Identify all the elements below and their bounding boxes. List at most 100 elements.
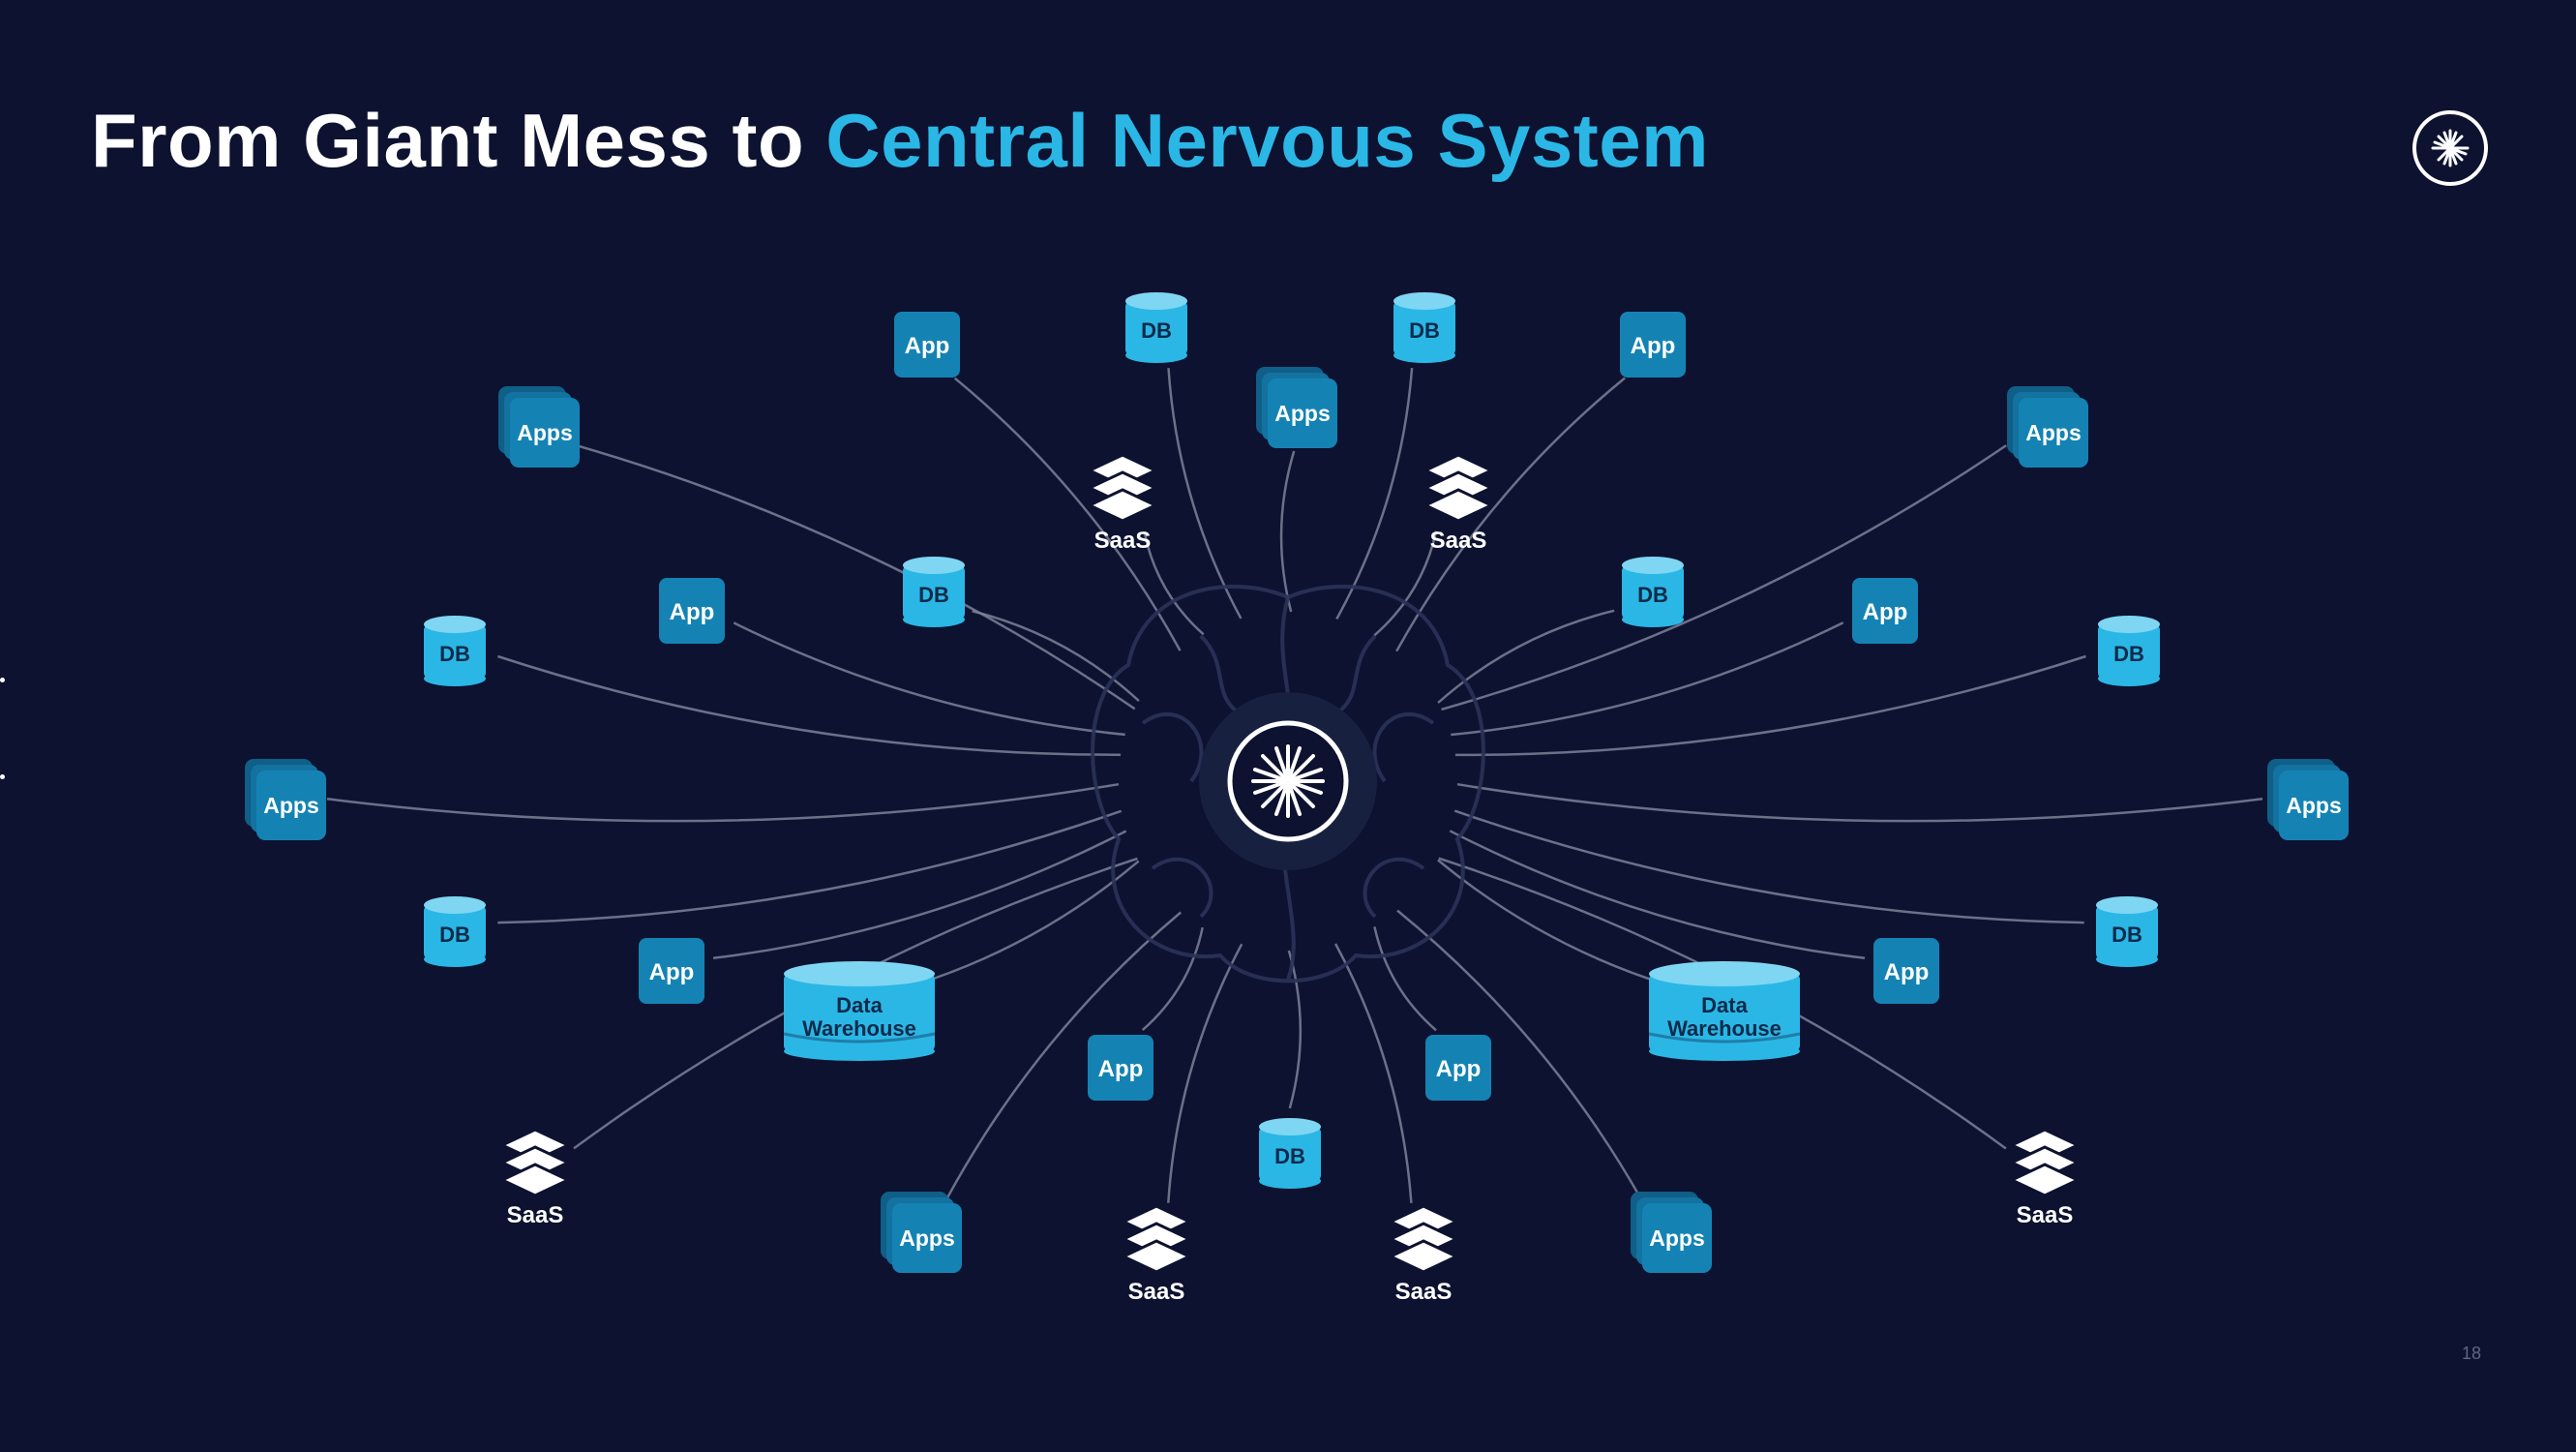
connection-line [1279, 450, 1296, 613]
node-label: Apps [263, 793, 319, 818]
connection-line [953, 377, 1182, 651]
node-label: Data [1701, 993, 1748, 1017]
db-node: DB [1125, 292, 1187, 363]
node-label: App [1884, 959, 1930, 985]
connection-line [576, 443, 1136, 711]
apps-node: Apps [881, 1192, 962, 1273]
saas-node: SaaS [1086, 453, 1159, 554]
connection-line [945, 911, 1183, 1199]
edge-dot [0, 678, 5, 682]
node-label: SaaS [2017, 1202, 2074, 1228]
connection-line [1143, 530, 1205, 636]
node-label: SaaS [1128, 1279, 1185, 1305]
db-node: DB [1259, 1118, 1321, 1189]
connection-line [1449, 830, 1866, 960]
node-label: Apps [1649, 1225, 1705, 1251]
node-label: SaaS [1094, 528, 1152, 554]
node-label: SaaS [1395, 1279, 1453, 1305]
node-label: Apps [2286, 793, 2342, 818]
apps-node: Apps [2007, 386, 2088, 468]
db-node: DB [424, 896, 486, 967]
slide-title: From Giant Mess to Central Nervous Syste… [91, 97, 1709, 185]
db-node: DB [2098, 616, 2160, 686]
confluent-starburst-icon [1227, 720, 1349, 842]
node-label: App [905, 333, 950, 359]
apps-node: Apps [2267, 759, 2349, 840]
node-label: DB [1409, 318, 1440, 343]
saas-node: SaaS [1120, 1204, 1193, 1305]
node-label: DB [1274, 1144, 1305, 1168]
node-label: DB [1141, 318, 1172, 343]
connection-line [1453, 809, 2084, 924]
db-node: DB [424, 616, 486, 686]
connection-line [733, 621, 1125, 737]
node-label: App [670, 599, 715, 625]
connection-line [497, 809, 1123, 924]
db-node: DB [1622, 557, 1684, 627]
connection-line [497, 654, 1122, 756]
apps-node: Apps [498, 386, 580, 468]
connection-line [1454, 654, 2086, 757]
connection-line [1287, 950, 1303, 1109]
app-node: App [639, 938, 704, 1004]
node-label: DB [918, 583, 949, 607]
connection-line [1141, 926, 1204, 1032]
node-label: App [1098, 1056, 1144, 1082]
node-label: App [1631, 333, 1676, 359]
apps-node: Apps [1631, 1192, 1712, 1273]
connection-line [1451, 621, 1844, 737]
app-node: App [894, 312, 960, 378]
connection-line [326, 782, 1120, 823]
connection-line [1396, 909, 1642, 1200]
page-number: 18 [2462, 1344, 2482, 1363]
connection-line [1373, 530, 1438, 637]
connection-line [1373, 926, 1437, 1032]
db-node: DB [903, 557, 965, 627]
node-label: Apps [2025, 420, 2082, 445]
apps-node: Apps [1256, 367, 1337, 448]
connection-line [1395, 377, 1626, 652]
node-label: DB [2112, 923, 2142, 947]
connection-line [1441, 444, 2007, 711]
node-label: Warehouse [1667, 1016, 1782, 1041]
node-label: DB [439, 642, 470, 666]
db-node: DB [2096, 896, 2158, 967]
connection-line [712, 830, 1127, 960]
app-node: App [1873, 938, 1939, 1004]
node-label: SaaS [1430, 528, 1487, 554]
node-label: App [1863, 599, 1908, 625]
node-label: DB [2113, 642, 2144, 666]
node-label: Data [836, 993, 883, 1017]
node-label: App [1436, 1056, 1482, 1082]
app-node: App [1620, 312, 1686, 378]
node-label: Apps [899, 1225, 955, 1251]
confluent-logo-icon [2412, 110, 2488, 186]
connection-line [1437, 859, 1687, 992]
apps-node: Apps [245, 759, 326, 840]
connection-line [1437, 609, 1615, 704]
saas-node: SaaS [1387, 1204, 1460, 1305]
app-node: App [1088, 1035, 1153, 1101]
node-label: Apps [1274, 401, 1331, 426]
db-node: DB [1393, 292, 1455, 363]
app-node: App [1852, 578, 1918, 644]
app-node: App [1425, 1035, 1491, 1101]
edge-dot [0, 774, 5, 779]
node-label: DB [439, 923, 470, 947]
saas-node: SaaS [1422, 453, 1495, 554]
connection-line [972, 610, 1140, 703]
saas-node: SaaS [498, 1128, 572, 1228]
node-label: Apps [517, 420, 573, 445]
connection-line [1167, 943, 1243, 1203]
brain-hub [1091, 585, 1485, 983]
node-label: SaaS [507, 1202, 564, 1228]
node-label: DB [1637, 583, 1668, 607]
connection-line [1335, 368, 1414, 620]
connection-line [1334, 943, 1413, 1203]
node-label: Warehouse [802, 1016, 916, 1041]
